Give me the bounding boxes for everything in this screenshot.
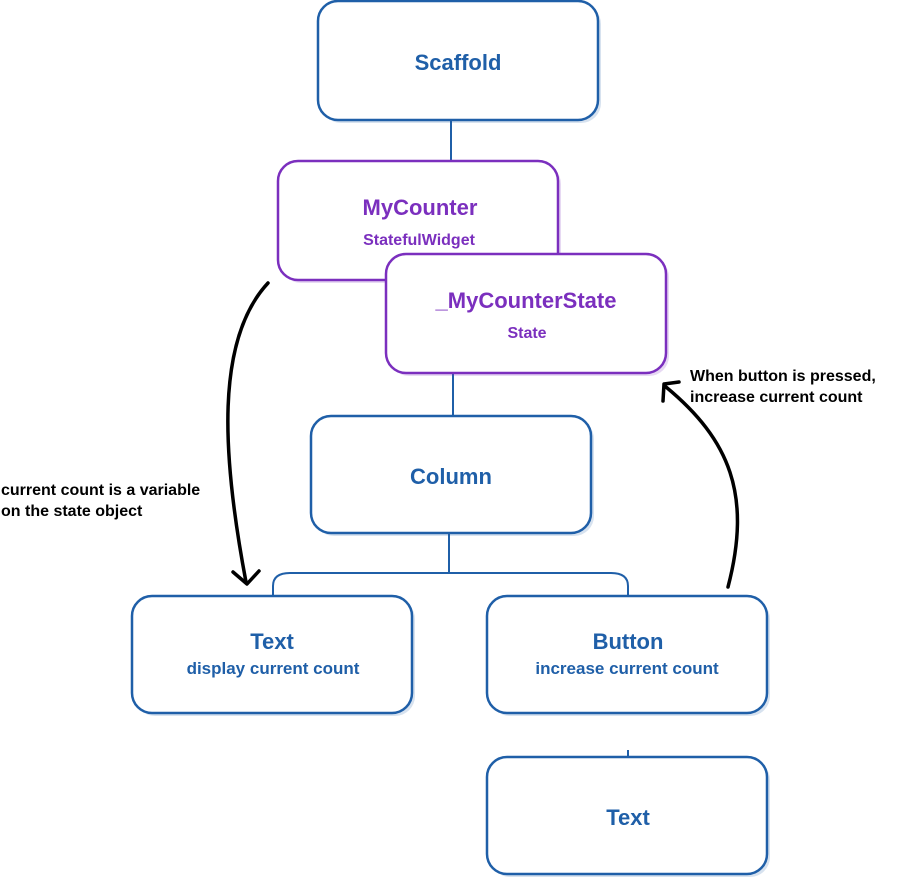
node-text-child-title: Text (606, 805, 650, 830)
node-my-counter-state-subtitle: State (507, 325, 546, 342)
node-my-counter-title: MyCounter (363, 195, 478, 220)
arrow-state-to-text (226, 281, 270, 586)
node-my-counter-state-title: _MyCounterState (435, 288, 617, 313)
node-column: Column (309, 414, 594, 536)
node-my-counter-subtitle: StatefulWidget (363, 232, 476, 249)
node-button-subtitle: increase current count (535, 659, 719, 678)
node-button-title: Button (593, 629, 664, 654)
annotation-right-line-2: increase current count (690, 389, 863, 406)
node-button: Button increase current count (485, 594, 770, 716)
arrow-button-to-state (661, 380, 740, 589)
annotation-right: When button is pressed, increase current… (690, 368, 876, 406)
node-text-display-title: Text (250, 629, 294, 654)
tree-connectors (272, 121, 629, 757)
connector-bracket (272, 572, 629, 595)
node-scaffold: Scaffold (316, 0, 601, 123)
node-column-title: Column (410, 464, 492, 489)
node-my-counter-state: _MyCounterState State (384, 252, 669, 376)
annotation-right-line-1: When button is pressed, (690, 368, 876, 385)
annotation-left: current count is a variable on the state… (1, 482, 200, 520)
annotation-left-line-1: current count is a variable (1, 482, 200, 499)
node-text-display-subtitle: display current count (187, 659, 360, 678)
node-scaffold-title: Scaffold (415, 50, 502, 75)
annotation-left-line-2: on the state object (1, 503, 143, 520)
node-text-display: Text display current count (130, 594, 415, 716)
node-text-child: Text (485, 755, 770, 877)
